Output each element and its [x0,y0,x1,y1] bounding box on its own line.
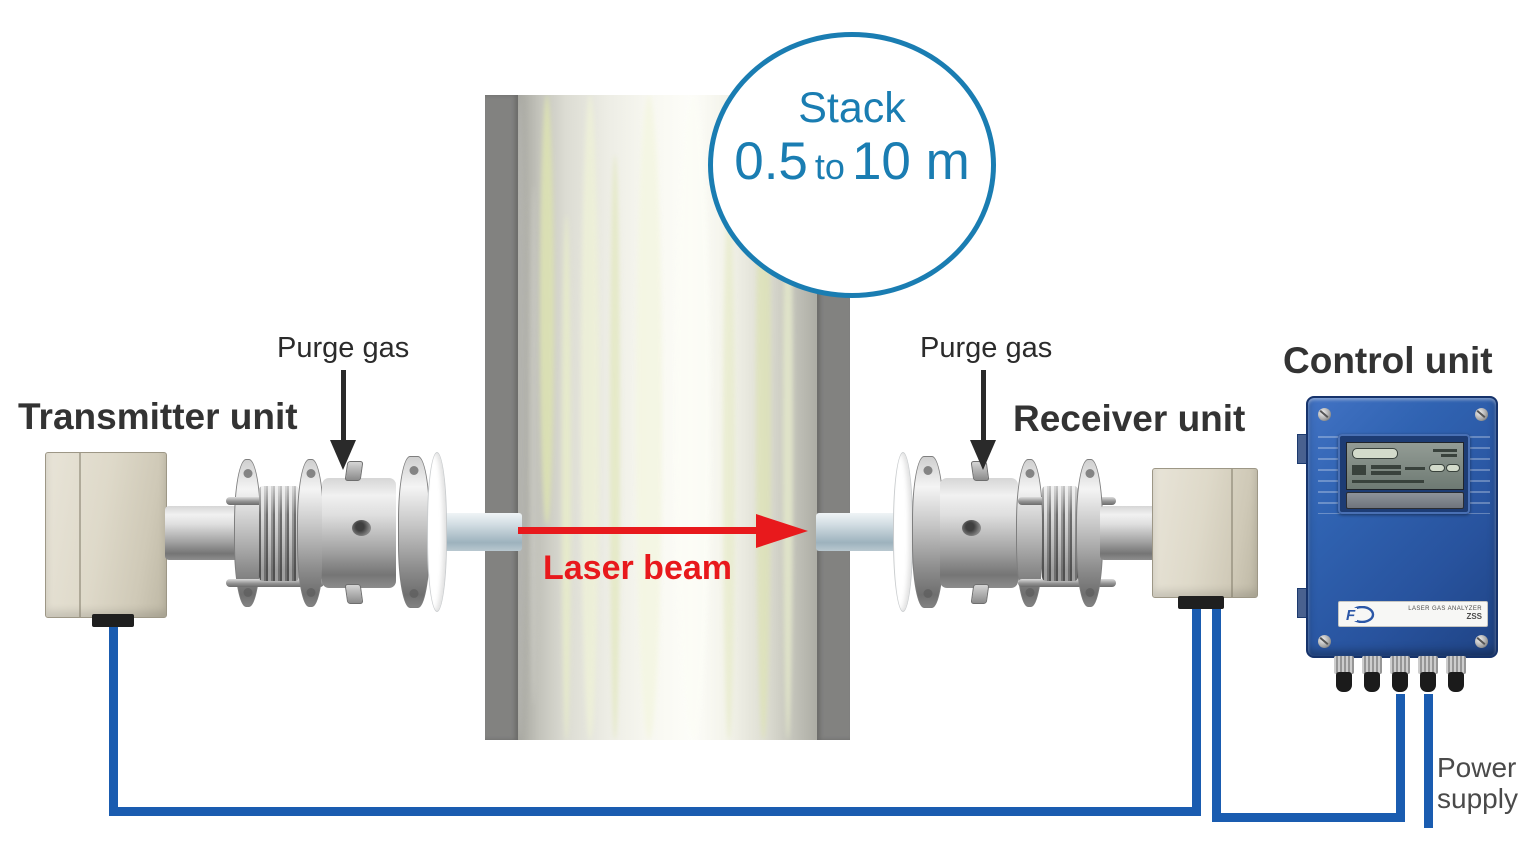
power-supply-label: Power supply [1437,752,1518,815]
stack-size-callout: Stack 0.5 to 10 m [708,32,996,298]
callout-title: Stack [798,83,906,132]
cable-horizontal-2 [1212,813,1405,822]
cable-gland-cap [1448,672,1464,692]
purge-gas-label-left: Purge gas [277,332,410,364]
lcd-detail [1371,465,1401,469]
cable-receiver-1-vertical [1192,606,1201,816]
receiver-cable-connector [1178,596,1224,609]
display-lower-panel [1346,492,1464,509]
vent-ridges-right [1468,436,1490,514]
transmitter-flange-disc-2 [297,459,324,607]
cable-receiver-2-vertical [1212,606,1221,822]
nameplate: F LASER GAS ANALYZER ZSS [1338,601,1488,627]
receiver-enclosure-seam [1231,469,1233,597]
receiver-enclosure [1152,468,1258,598]
laser-beam-label: Laser beam [543,549,732,587]
receiver-bellows [1042,486,1078,581]
stack-streak [610,155,620,740]
stack-streak [540,95,554,525]
cable-gland-cap [1336,672,1352,692]
transmitter-bellows [259,486,299,581]
stack-streak [562,215,571,740]
cable-gland-collar [1446,656,1466,674]
stack-streak [723,195,735,740]
receiver-purge-port-bottom [970,584,990,604]
receiver-flange-gasket [893,452,913,612]
cable-transmitter-vertical [109,622,118,816]
display-recess [1338,434,1470,514]
cable-gland-cap [1392,672,1408,692]
stack-streak [676,95,710,740]
lcd-detail [1405,467,1425,470]
stack-streak [636,95,662,740]
nameplate-line2: ZSS [1466,611,1482,621]
cable-gland-collar [1334,656,1354,674]
fuji-logo-letter: F [1346,607,1356,623]
beam-tube-right [816,513,898,551]
callout-range-high: 10 m [851,132,970,192]
cable-gland-collar [1418,656,1438,674]
lcd-status-pill [1352,448,1398,459]
corner-screw-icon [1475,635,1488,648]
transmitter-enclosure [45,452,167,618]
control-enclosure: F LASER GAS ANALYZER ZSS [1306,396,1498,658]
laser-arrowhead-icon [756,514,808,548]
corner-screw-icon [1318,635,1331,648]
laser-beam-line [518,527,758,534]
vent-ridges-left [1318,436,1340,514]
callout-range-word: to [814,146,845,188]
cable-gland-cap [1364,672,1380,692]
transmitter-flange-gasket [427,452,447,612]
cable-gland-collar [1390,656,1410,674]
beam-tube-left [444,513,522,551]
stack-streak [783,140,793,740]
lcd-detail [1371,471,1401,475]
stack-wall-left [485,95,518,740]
purge-gas-label-right: Purge gas [920,332,1053,364]
receiver-tube [1100,506,1156,560]
nameplate-line1: LASER GAS ANALYZER [1408,606,1482,613]
control-unit-label: Control unit [1283,340,1493,381]
corner-screw-icon [1318,408,1331,421]
receiver-purge-cylinder [940,478,1018,588]
cable-main-horizontal [109,807,1201,816]
receiver-flange-disc-2 [1076,459,1103,607]
display-lcd [1346,442,1464,490]
receiver-bolt-bottom [1018,579,1116,587]
lcd-detail [1446,464,1460,472]
stack-streak [530,185,538,705]
stack-streak [581,95,599,740]
lcd-detail [1352,465,1366,475]
lcd-detail [1433,449,1457,452]
callout-range-low: 0.5 [734,132,808,192]
transmitter-purge-port-side [352,520,371,536]
transmitter-unit-label: Transmitter unit [18,396,298,437]
cable-power-supply [1424,694,1433,828]
corner-screw-icon [1475,408,1488,421]
transmitter-cable-connector [92,614,134,627]
transmitter-bolt-bottom [226,579,324,587]
purge-gas-arrow-right [981,370,986,442]
transmitter-process-flange [398,456,430,608]
lcd-detail [1441,454,1457,457]
cable-gland-collar [1362,656,1382,674]
fuji-logo-icon: F [1345,605,1375,623]
transmitter-tube [165,506,239,560]
purge-gas-arrow-left [341,370,346,442]
transmitter-enclosure-seam [79,453,81,617]
stack-streak [518,95,526,740]
lcd-detail [1352,480,1424,483]
cable-gland-cap [1420,672,1436,692]
purge-gas-arrowhead-right-icon [970,440,996,470]
receiver-purge-port-side [962,520,981,536]
cable-control-vertical [1396,694,1405,822]
transmitter-purge-port-bottom [344,584,364,604]
receiver-unit-label: Receiver unit [1013,398,1246,439]
callout-range: 0.5 to 10 m [734,131,970,192]
purge-gas-arrowhead-left-icon [330,440,356,470]
lcd-detail [1429,464,1445,472]
nameplate-text: LASER GAS ANALYZER ZSS [1408,606,1487,621]
control-unit: F LASER GAS ANALYZER ZSS [1297,396,1498,706]
